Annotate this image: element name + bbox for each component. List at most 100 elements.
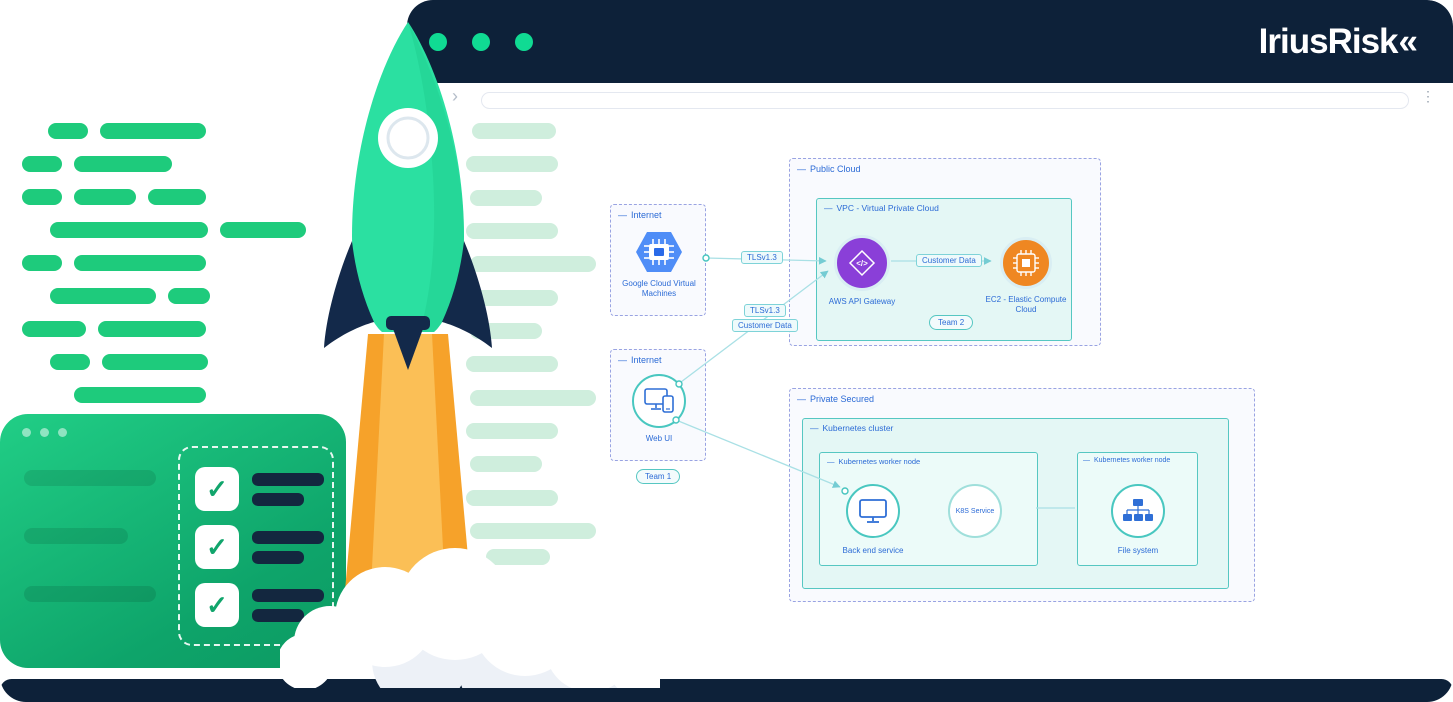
iriusrisk-logo: IriusRisk« bbox=[1258, 21, 1419, 62]
collapse-icon[interactable]: — bbox=[797, 163, 806, 174]
edge-label-customer-data[interactable]: Customer Data bbox=[916, 254, 982, 267]
deco-bar bbox=[74, 387, 206, 403]
deco-bar bbox=[466, 356, 558, 372]
edge-label-tls[interactable]: TLSv1.3 bbox=[744, 304, 786, 317]
deco-bar bbox=[24, 528, 128, 544]
collapse-icon[interactable]: — bbox=[827, 456, 835, 466]
monitor-icon bbox=[859, 499, 887, 523]
deco-bar bbox=[50, 222, 208, 238]
trust-zone-private-secured[interactable]: — Private Secured — Kubernetes cluster —… bbox=[789, 388, 1255, 602]
window-dot[interactable] bbox=[472, 32, 490, 51]
deco-bar bbox=[220, 222, 306, 238]
rocket-nozzle bbox=[386, 316, 430, 330]
zone-label: Internet bbox=[631, 210, 662, 220]
window-dot[interactable] bbox=[429, 32, 447, 51]
deco-bar bbox=[22, 255, 62, 271]
collapse-icon[interactable]: — bbox=[810, 422, 819, 433]
checklist-item: ✓ bbox=[195, 583, 332, 627]
logo-chevrons-icon: « bbox=[1398, 21, 1419, 61]
api-gateway-icon: </> bbox=[848, 249, 876, 277]
zone-header: — Internet bbox=[611, 350, 705, 370]
forward-chevron-icon[interactable]: › bbox=[452, 86, 458, 106]
deco-bar bbox=[466, 290, 558, 306]
card-dot bbox=[22, 428, 31, 437]
text-placeholder bbox=[252, 588, 324, 622]
google-cloud-vm-icon[interactable] bbox=[635, 231, 683, 273]
deco-bar bbox=[466, 423, 558, 439]
node-aws-api-gateway[interactable]: </> bbox=[834, 235, 890, 291]
box-label: Kubernetes worker node bbox=[838, 457, 921, 466]
worker-node-box-right[interactable]: — Kubernetes worker node bbox=[1077, 452, 1198, 566]
deco-bar bbox=[48, 123, 88, 139]
deco-bar bbox=[148, 189, 206, 205]
deco-bar bbox=[472, 123, 556, 139]
checkmark-icon: ✓ bbox=[195, 583, 239, 627]
deco-bar bbox=[486, 549, 550, 565]
node-label: Google Cloud Virtual Machines bbox=[622, 279, 696, 299]
deco-bar bbox=[470, 190, 542, 206]
edge-label-tls[interactable]: TLSv1.3 bbox=[741, 251, 783, 264]
node-label: Web UI bbox=[645, 434, 673, 443]
edge-label-customer-data[interactable]: Customer Data bbox=[732, 319, 798, 332]
zone-label: Private Secured bbox=[810, 394, 875, 404]
deco-bar bbox=[50, 354, 90, 370]
deco-bar bbox=[24, 586, 156, 602]
deco-bar bbox=[22, 321, 86, 337]
card-dot bbox=[58, 428, 67, 437]
trust-zone-internet-web[interactable]: — Internet Web UI bbox=[610, 349, 706, 461]
window-dot[interactable] bbox=[515, 32, 533, 51]
vpc-box[interactable]: — VPC - Virtual Private Cloud </> AWS AP… bbox=[816, 198, 1072, 341]
deco-bar bbox=[470, 256, 596, 272]
deco-bar bbox=[22, 189, 62, 205]
deco-bar bbox=[102, 354, 208, 370]
checkmark-icon: ✓ bbox=[195, 525, 239, 569]
checklist-card: ✓ ✓ ✓ bbox=[0, 414, 346, 668]
node-label: Back end service bbox=[842, 546, 904, 555]
collapse-icon[interactable]: — bbox=[618, 209, 627, 220]
worker-node-box-left[interactable]: — Kubernetes worker node Back end servic… bbox=[819, 452, 1038, 566]
node-label: File system bbox=[1117, 546, 1159, 555]
rocket-flame-inner bbox=[368, 334, 448, 646]
rocket-flame bbox=[340, 334, 476, 646]
zone-header: — Private Secured bbox=[790, 389, 1254, 409]
window-controls bbox=[429, 32, 533, 51]
deco-bar bbox=[466, 223, 558, 239]
rocket-window bbox=[378, 108, 438, 168]
logo-text: IriusRisk bbox=[1258, 21, 1399, 61]
deco-bar bbox=[470, 323, 542, 339]
overflow-menu-icon[interactable]: ⋮ bbox=[1421, 88, 1435, 104]
collapse-icon[interactable]: — bbox=[797, 393, 806, 404]
box-label: Kubernetes worker node bbox=[1094, 457, 1171, 464]
team-badge[interactable]: Team 2 bbox=[929, 315, 974, 330]
deco-bar bbox=[74, 255, 206, 271]
team-badge[interactable]: Team 1 bbox=[636, 469, 681, 484]
node-k8s-service[interactable]: K8S Service bbox=[948, 484, 1002, 538]
deco-bar bbox=[74, 189, 136, 205]
url-input[interactable] bbox=[481, 92, 1409, 109]
text-placeholder bbox=[252, 530, 324, 564]
node-back-end-service[interactable] bbox=[846, 484, 900, 538]
trust-zone-public-cloud[interactable]: — Public Cloud — VPC - Virtual Private C… bbox=[789, 158, 1101, 346]
trust-zone-internet-vm[interactable]: — Internet Google Cloud Virtual Machines bbox=[610, 204, 706, 316]
node-file-system[interactable] bbox=[1111, 484, 1165, 538]
rocket-fin-left bbox=[324, 241, 374, 348]
browser-titlebar: IriusRisk« bbox=[407, 0, 1453, 83]
box-label: VPC - Virtual Private Cloud bbox=[836, 203, 939, 213]
deco-bar bbox=[50, 288, 156, 304]
deco-bar bbox=[98, 321, 206, 337]
zone-label: Public Cloud bbox=[810, 164, 861, 174]
collapse-icon[interactable]: — bbox=[824, 202, 833, 213]
bottom-bar bbox=[0, 679, 1453, 702]
chip-icon bbox=[1013, 250, 1039, 276]
kubernetes-cluster-box[interactable]: — Kubernetes cluster — Kubernetes worker… bbox=[802, 418, 1229, 589]
rocket-fin-center bbox=[392, 326, 424, 370]
deco-bar bbox=[168, 288, 210, 304]
collapse-icon[interactable]: — bbox=[618, 354, 627, 365]
collapse-icon[interactable]: — bbox=[1083, 457, 1090, 464]
box-header: — Kubernetes cluster bbox=[803, 419, 1228, 437]
deco-bar bbox=[100, 123, 206, 139]
box-header: — Kubernetes worker node bbox=[820, 453, 1037, 470]
node-web-ui[interactable] bbox=[632, 374, 686, 428]
node-ec2[interactable] bbox=[1000, 237, 1052, 289]
box-header: — Kubernetes worker node bbox=[1078, 453, 1197, 468]
